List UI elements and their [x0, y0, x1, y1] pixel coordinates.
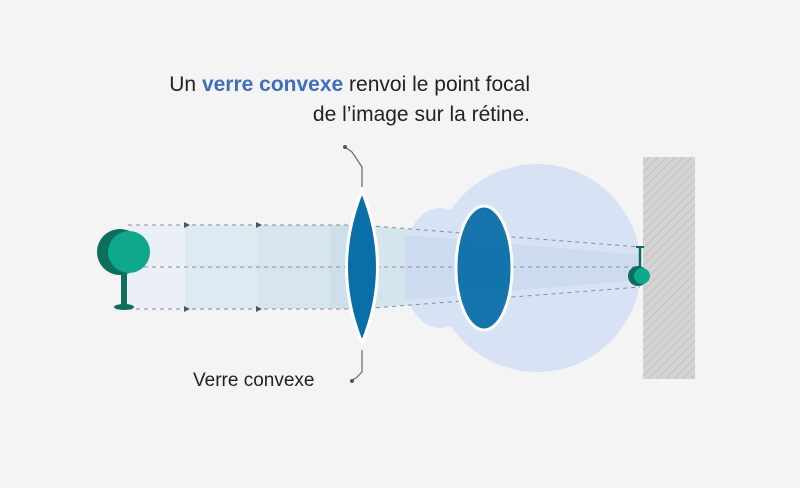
caption-line-2: de l’image sur la rétine.	[312, 103, 530, 126]
caption-part-1: Un	[169, 73, 202, 96]
eye-lens-icon	[454, 204, 514, 332]
wall-icon	[643, 157, 695, 379]
caption: Un verre convexe renvoi le point focal d…	[120, 70, 530, 130]
caption-part-2: renvoi le point focal	[343, 73, 530, 96]
caption-line-1: Un verre convexe renvoi le point focal	[120, 70, 530, 100]
ray-arrows	[184, 222, 262, 312]
convex-lens-icon	[343, 145, 379, 383]
caption-highlight: verre convexe	[201, 73, 344, 96]
retina-image-icon	[628, 246, 650, 286]
ray-lines	[128, 224, 641, 310]
eye	[402, 164, 641, 372]
lens-label: Verre convexe	[193, 370, 315, 391]
tree-icon	[97, 229, 150, 310]
